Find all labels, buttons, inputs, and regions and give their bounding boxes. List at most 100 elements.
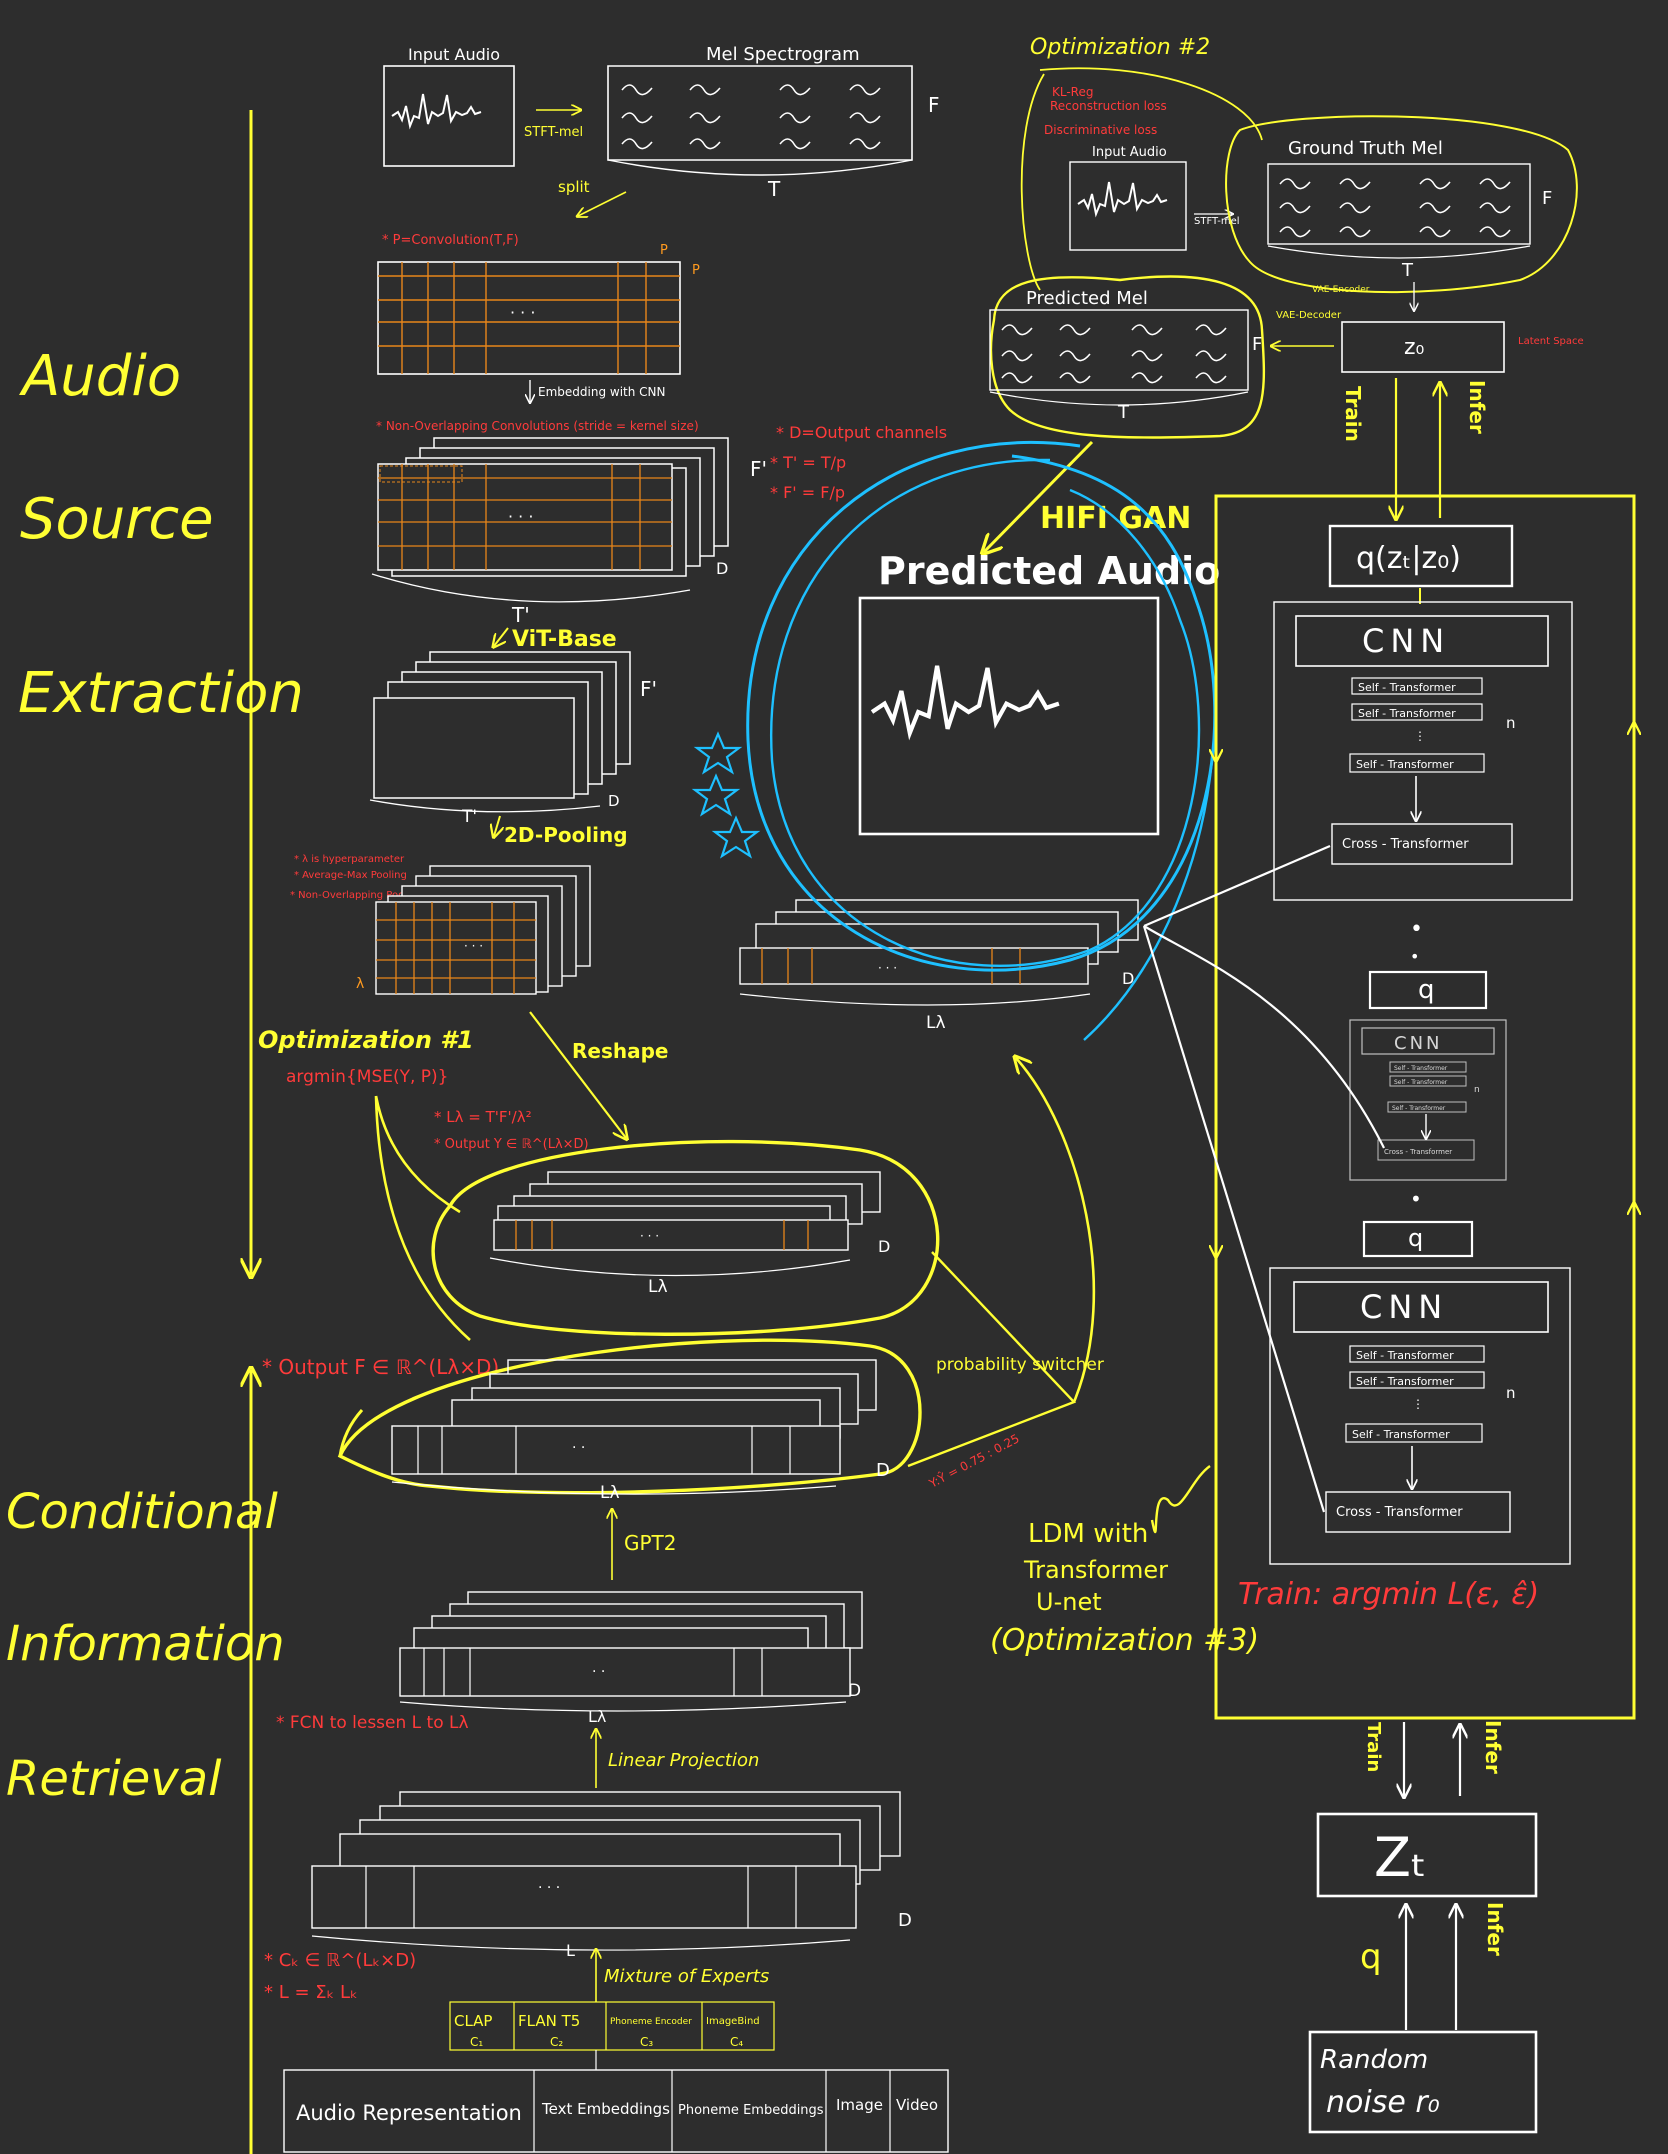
fcn-note: * FCN to lessen L to Lλ bbox=[276, 1713, 469, 1733]
q-label: q bbox=[1408, 1224, 1423, 1252]
ldm-caption-line: U-net bbox=[1036, 1588, 1102, 1616]
expert-sub: C₂ bbox=[550, 2035, 563, 2049]
section-title-conditional-information-retrieval: Conditional Information Retrieval bbox=[6, 1484, 285, 1807]
unet-block-3: CNN Self - Transformer Self - Transforme… bbox=[1269, 1267, 1571, 1565]
section-title-audio-source-extraction: Audio Source Extraction bbox=[18, 344, 304, 726]
moe-l: L bbox=[566, 1941, 575, 1960]
vae-input-audio: Input Audio bbox=[1069, 145, 1187, 251]
opt1-callout bbox=[374, 1095, 471, 1341]
n-label: n bbox=[1506, 1384, 1516, 1402]
conv-f-prime: F' bbox=[750, 457, 767, 481]
self-transformer-label: Self - Transformer bbox=[1352, 1428, 1450, 1441]
self-transformer-label: Self - Transformer bbox=[1358, 681, 1456, 694]
expert-name: Phoneme Encoder bbox=[610, 2017, 692, 2027]
input-audio-label: Input Audio bbox=[408, 45, 500, 64]
conv-d: D bbox=[716, 559, 728, 578]
section-word: Information bbox=[6, 1616, 285, 1672]
unet-block-1: CNN Self - Transformer Self - Transforme… bbox=[1273, 601, 1573, 901]
q-box-3: q bbox=[1362, 1220, 1474, 1258]
input-type: Image bbox=[836, 2096, 883, 2114]
svg-text:· · ·: · · · bbox=[640, 1229, 659, 1243]
moe-output-stack bbox=[311, 1791, 901, 1929]
inputs-row: Audio Representation Text Embeddings Pho… bbox=[283, 2069, 949, 2153]
train-objective: Train: argmin L(ε, ε̂) bbox=[1238, 1577, 1539, 1612]
output-y-note: * Output Y ∈ ℝ^(Lλ×D) bbox=[434, 1137, 589, 1152]
input-type: Text Embeddings bbox=[541, 2100, 670, 2118]
expert-name: FLAN T5 bbox=[518, 2012, 580, 2030]
svg-text:· · ·: · · · bbox=[878, 961, 897, 975]
cross-transformer-label: Cross - Transformer bbox=[1384, 1148, 1452, 1156]
svg-text:· · ·: · · · bbox=[508, 507, 533, 526]
expert-sub: C₁ bbox=[470, 2035, 483, 2049]
cross-attention-lines bbox=[1142, 844, 1385, 1513]
self-transformer-label: Self - Transformer bbox=[1394, 1065, 1448, 1072]
lambda-notes: * λ is hyperparameter * Average-Max Pool… bbox=[290, 854, 422, 901]
z0-label: z₀ bbox=[1404, 335, 1425, 360]
ground-truth-mel: Ground Truth Mel F T bbox=[1225, 115, 1578, 294]
cross-transformer-label: Cross - Transformer bbox=[1336, 1505, 1463, 1520]
pooling-label: 2D-Pooling bbox=[504, 823, 628, 847]
vocoder-d: D bbox=[1122, 969, 1134, 988]
blue-emphasis bbox=[746, 441, 1217, 1041]
mel-spectrogram-block: Mel Spectrogram F T bbox=[607, 44, 940, 201]
section-word: Source bbox=[20, 487, 214, 552]
svg-text:· ·: · · bbox=[572, 1440, 585, 1456]
dot: • bbox=[1410, 1187, 1422, 1211]
dot: • bbox=[1410, 917, 1423, 942]
self-transformer-label: Self - Transformer bbox=[1394, 1079, 1448, 1086]
hifi-gan-arrow bbox=[984, 440, 1094, 552]
n-label: n bbox=[1506, 714, 1516, 732]
q-posterior-label: q(zₜ|z₀) bbox=[1356, 541, 1461, 576]
random-noise-line: noise r₀ bbox=[1326, 2085, 1440, 2120]
input-type: Phoneme Embeddings bbox=[678, 2103, 824, 2118]
vit-stack bbox=[373, 651, 631, 799]
f-prime-note: * F' = F/p bbox=[770, 483, 845, 502]
svg-text:· · ·: · · · bbox=[538, 1880, 560, 1896]
opt1-formula: argmin{MSE(Y, P)} bbox=[286, 1067, 449, 1087]
unet-block-2: CNN Self - Transformer Self - Transforme… bbox=[1349, 1019, 1507, 1181]
vocoder-input-stack bbox=[739, 899, 1139, 985]
opt2-loss: Reconstruction loss bbox=[1050, 99, 1167, 113]
input-type: Video bbox=[896, 2096, 938, 2114]
svg-text:⋮: ⋮ bbox=[1414, 729, 1426, 743]
star-icons bbox=[691, 731, 761, 859]
pred-axis-f: F bbox=[1252, 334, 1262, 355]
f-l-lambda: Lλ bbox=[600, 1483, 620, 1503]
patch-label: P bbox=[660, 243, 668, 258]
self-transformer-label: Self - Transformer bbox=[1358, 707, 1456, 720]
opt2-loss: KL-Reg bbox=[1052, 85, 1093, 99]
opt1-title: Optimization #1 bbox=[258, 1026, 474, 1054]
reshape-arrow bbox=[529, 1011, 626, 1138]
q-label: q bbox=[1418, 975, 1435, 1005]
expert-name: ImageBind bbox=[706, 2016, 760, 2027]
vit-d: D bbox=[608, 792, 620, 810]
pool-lambda: λ bbox=[356, 976, 364, 992]
conv-t-prime: T' bbox=[511, 603, 530, 627]
lambda-note: * Non-Overlapping Pooling bbox=[290, 890, 422, 901]
random-noise-box: Random noise r₀ bbox=[1308, 2030, 1538, 2134]
vit-arrow bbox=[494, 627, 509, 646]
ldm-caption-line: Transformer bbox=[1023, 1556, 1168, 1584]
l-sum-note: * L = Σₖ Lₖ bbox=[264, 1982, 358, 2003]
opt2-outline bbox=[1020, 67, 1263, 291]
q-box-2: q bbox=[1368, 970, 1488, 1010]
vit-t-prime: T' bbox=[461, 807, 477, 827]
section-word: Extraction bbox=[18, 661, 304, 726]
patch-grid: · · · P P bbox=[377, 243, 700, 375]
reshape-l-lambda: Lλ bbox=[648, 1277, 668, 1297]
svg-text:· ·: · · bbox=[592, 1664, 605, 1680]
pred-axis-t: T bbox=[1117, 402, 1130, 423]
vae-input-audio-label: Input Audio bbox=[1092, 145, 1167, 160]
svg-text:⋮: ⋮ bbox=[1412, 1397, 1424, 1411]
latent-z0: z₀ Latent Space bbox=[1341, 321, 1584, 373]
self-transformer-label: Self - Transformer bbox=[1392, 1105, 1446, 1112]
random-noise-line: Random bbox=[1320, 2045, 1428, 2075]
d-note: * D=Output channels bbox=[776, 423, 947, 442]
pooled-stack bbox=[375, 865, 591, 995]
train-label-top: Train bbox=[1341, 386, 1365, 442]
dot: • bbox=[1410, 947, 1419, 966]
svg-text:P: P bbox=[692, 263, 700, 278]
t-prime-note: * T' = T/p bbox=[770, 453, 846, 472]
gpt2-input-stack bbox=[399, 1591, 863, 1697]
